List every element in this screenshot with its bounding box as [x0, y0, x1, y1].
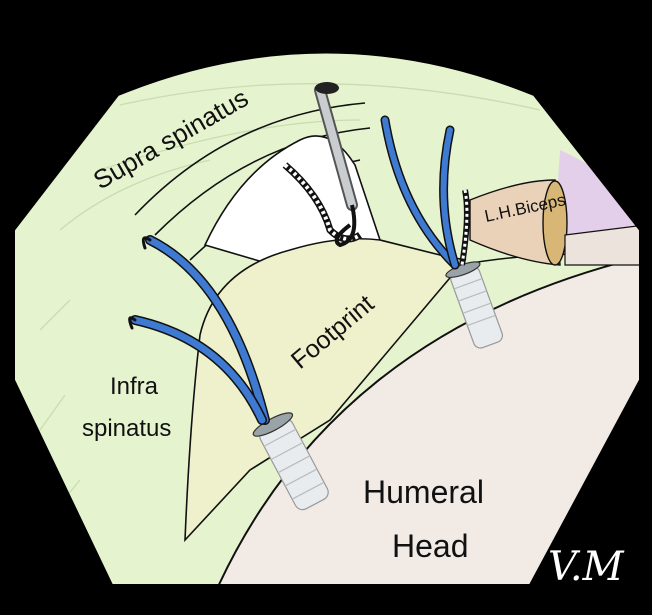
label-humeral-line1: Humeral	[363, 474, 484, 510]
label-humeral-line2: Head	[392, 528, 469, 564]
label-infraspinatus-line2: spinatus	[82, 415, 171, 442]
label-infraspinatus-line1: Infra	[110, 373, 159, 400]
artist-signature: V.M	[548, 544, 625, 590]
